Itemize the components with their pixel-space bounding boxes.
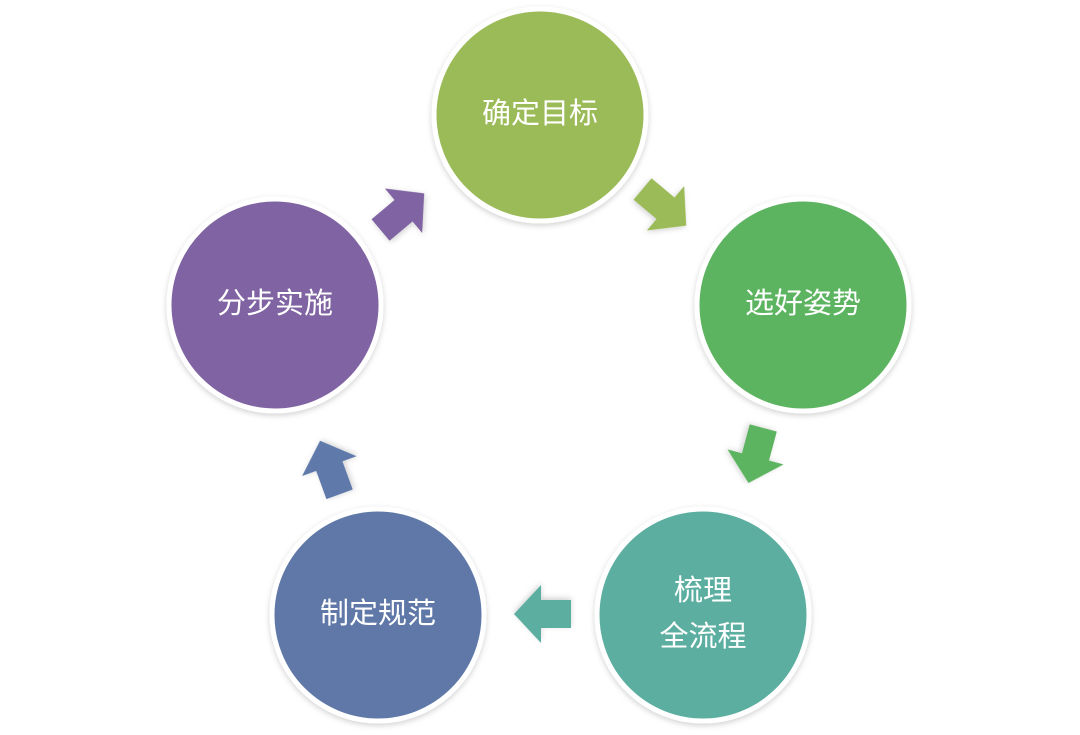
arrow-standard-to-implement-icon	[302, 440, 357, 500]
node-label: 分步实施	[217, 286, 333, 320]
arrow-posture-to-process-icon	[727, 424, 784, 484]
node-circle	[269, 506, 487, 724]
node-label: 制定规范	[320, 596, 436, 630]
arrow-process-to-standard-icon	[514, 585, 571, 643]
node-circle	[594, 506, 812, 724]
node-posture: 选好姿势	[694, 196, 912, 414]
node-label: 全流程	[659, 619, 746, 653]
node-circle	[694, 196, 912, 414]
node-circle	[431, 6, 649, 224]
node-label: 选好姿势	[745, 286, 861, 320]
node-label: 确定目标	[482, 96, 598, 130]
node-standard: 制定规范	[269, 506, 487, 724]
node-implement: 分步实施	[166, 196, 384, 414]
node-label: 梳理	[674, 573, 732, 607]
node-circle	[166, 196, 384, 414]
arrow-goal-to-posture-icon	[633, 178, 687, 231]
arrow-implement-to-goal-icon	[371, 188, 425, 241]
node-goal: 确定目标	[431, 6, 649, 224]
